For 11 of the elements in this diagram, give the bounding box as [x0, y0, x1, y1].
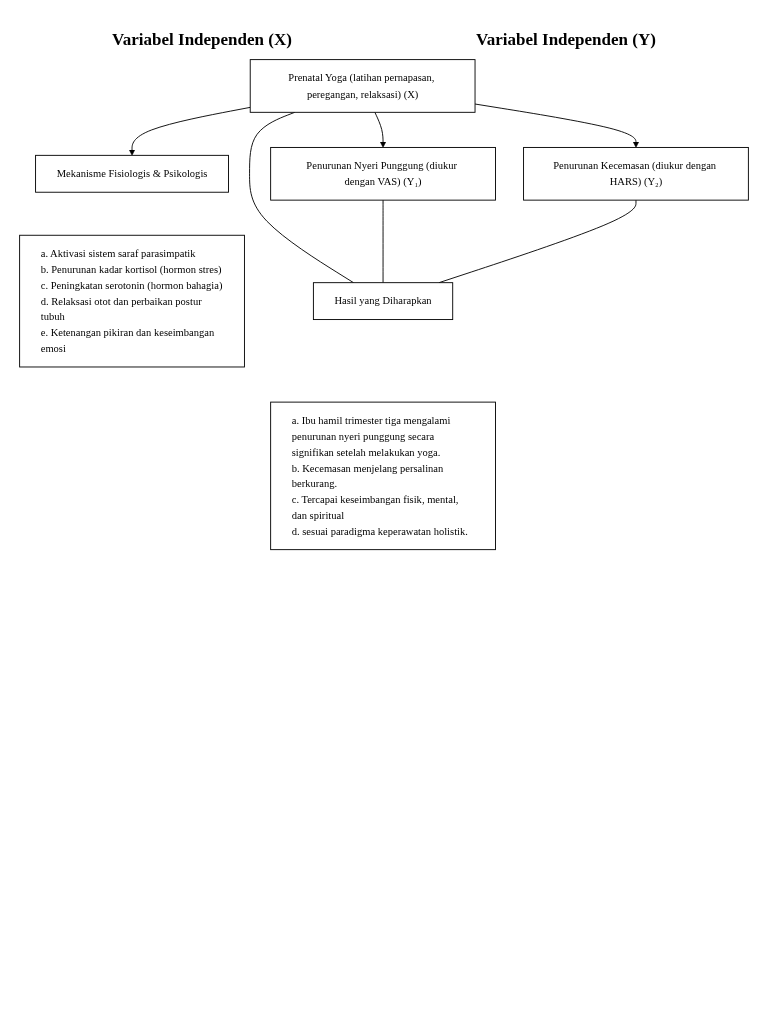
node-box: Prenatal Yoga (latihan pernapasan, peregangan, relaksasi) (X)	[249, 59, 476, 113]
connector	[249, 111, 354, 284]
node-box: Penurunan Nyeri Punggung (diukur dengan VAS) (Y₁)	[270, 147, 496, 201]
column-heading: Variabel Independen (Y)	[476, 30, 656, 50]
node-box: Penurunan Kecemasan (diukur dengan HARS) (Y₂)	[523, 147, 749, 201]
connector	[382, 199, 384, 284]
column-heading: Variabel Independen (X)	[112, 30, 292, 50]
node-box: a. Aktivasi sistem saraf parasimpatik b. Penurunan kadar kortisol (hormon stres) c. Peningkatan serotonin (hormon bahagia) d. Relaksasi otot dan perbaikan postur tubuh e. Ketenangan pikiran dan keseimbangan emosi	[19, 234, 245, 368]
node-box: a. Ibu hamil trimester tiga mengalami penurunan nyeri punggung secara signifikan setelah melakukan yoga. b. Kecemasan menjelang persalinan berkurang. c. Tercapai keseimbangan fisik, mental, dan spiritual d. sesuai paradigma keperawatan holistik.	[270, 401, 496, 551]
node-box: Hasil yang Diharapkan	[312, 282, 454, 320]
node-box: Mekanisme Fisiologis & Psikologis	[35, 154, 229, 193]
